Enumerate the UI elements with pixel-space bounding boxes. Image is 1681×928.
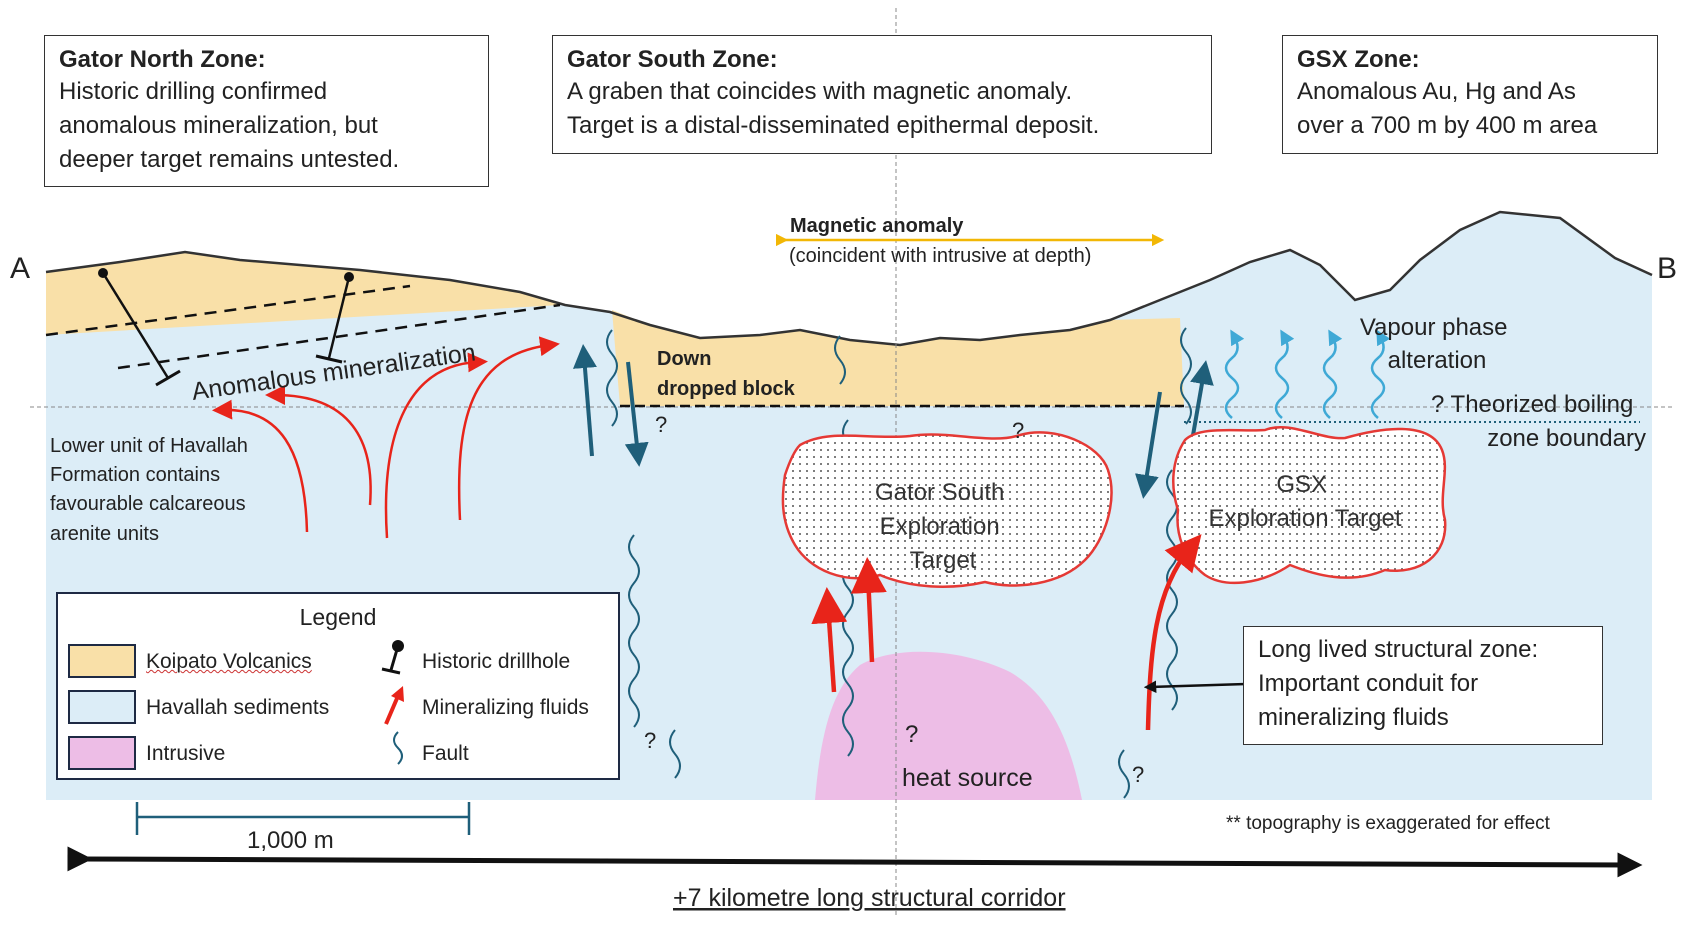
gsx-zone-box: GSX Zone: Anomalous Au, Hg and As over a…	[1282, 35, 1658, 154]
question-mark-5: ?	[1132, 762, 1144, 787]
gator-north-zone-text: Historic drilling confirmed anomalous mi…	[59, 75, 474, 177]
legend-label-fluids: Mineralizing fluids	[422, 696, 589, 720]
magnetic-anomaly-subtitle: (coincident with intrusive at depth)	[789, 245, 1091, 267]
heat-source-label: heat source	[902, 764, 1033, 792]
legend-title: Legend	[58, 604, 618, 631]
structural-corridor-arrow	[80, 859, 1630, 865]
legend-label-koipato: Koipato Volcanics	[146, 650, 312, 674]
structural-zone-box: Long lived structural zone: Important co…	[1243, 626, 1603, 745]
question-mark-2: ?	[1012, 418, 1024, 443]
drillhole-icon	[378, 638, 408, 678]
gator-north-zone-box: Gator North Zone: Historic drilling conf…	[44, 35, 489, 187]
legend-label-drillhole: Historic drillhole	[422, 650, 570, 674]
topography-note: ** topography is exaggerated for effect	[1226, 813, 1551, 834]
legend-label-havallah: Havallah sediments	[146, 696, 329, 720]
question-mark-1: ?	[655, 412, 667, 437]
structural-zone-text: Long lived structural zone: Important co…	[1258, 633, 1588, 735]
legend-label-intrusive: Intrusive	[146, 742, 225, 766]
section-end-b: B	[1657, 252, 1677, 285]
structural-corridor-label: +7 kilometre long structural corridor	[673, 884, 1066, 912]
gsx-zone-text: Anomalous Au, Hg and As over a 700 m by …	[1297, 75, 1643, 143]
gsx-zone-title: GSX Zone:	[1297, 44, 1643, 75]
section-end-a: A	[10, 252, 30, 285]
gator-south-zone-title: Gator South Zone:	[567, 44, 1197, 75]
legend: Legend Koipato Volcanics Havallah sedime…	[56, 592, 620, 780]
fluid-arrow-icon	[378, 684, 408, 728]
gator-north-zone-title: Gator North Zone:	[59, 44, 474, 75]
question-mark-4: ?	[905, 721, 918, 748]
gator-south-zone-text: A graben that coincides with magnetic an…	[567, 75, 1197, 143]
scale-bar-label: 1,000 m	[247, 827, 334, 854]
legend-label-fault: Fault	[422, 742, 469, 766]
magnetic-anomaly-title: Magnetic anomaly	[790, 215, 964, 237]
gator-south-zone-box: Gator South Zone: A graben that coincide…	[552, 35, 1212, 154]
fault-icon	[378, 728, 408, 772]
legend-swatch-intrusive	[68, 736, 136, 770]
legend-swatch-havallah	[68, 690, 136, 724]
question-mark-3: ?	[644, 728, 656, 753]
legend-swatch-koipato	[68, 644, 136, 678]
